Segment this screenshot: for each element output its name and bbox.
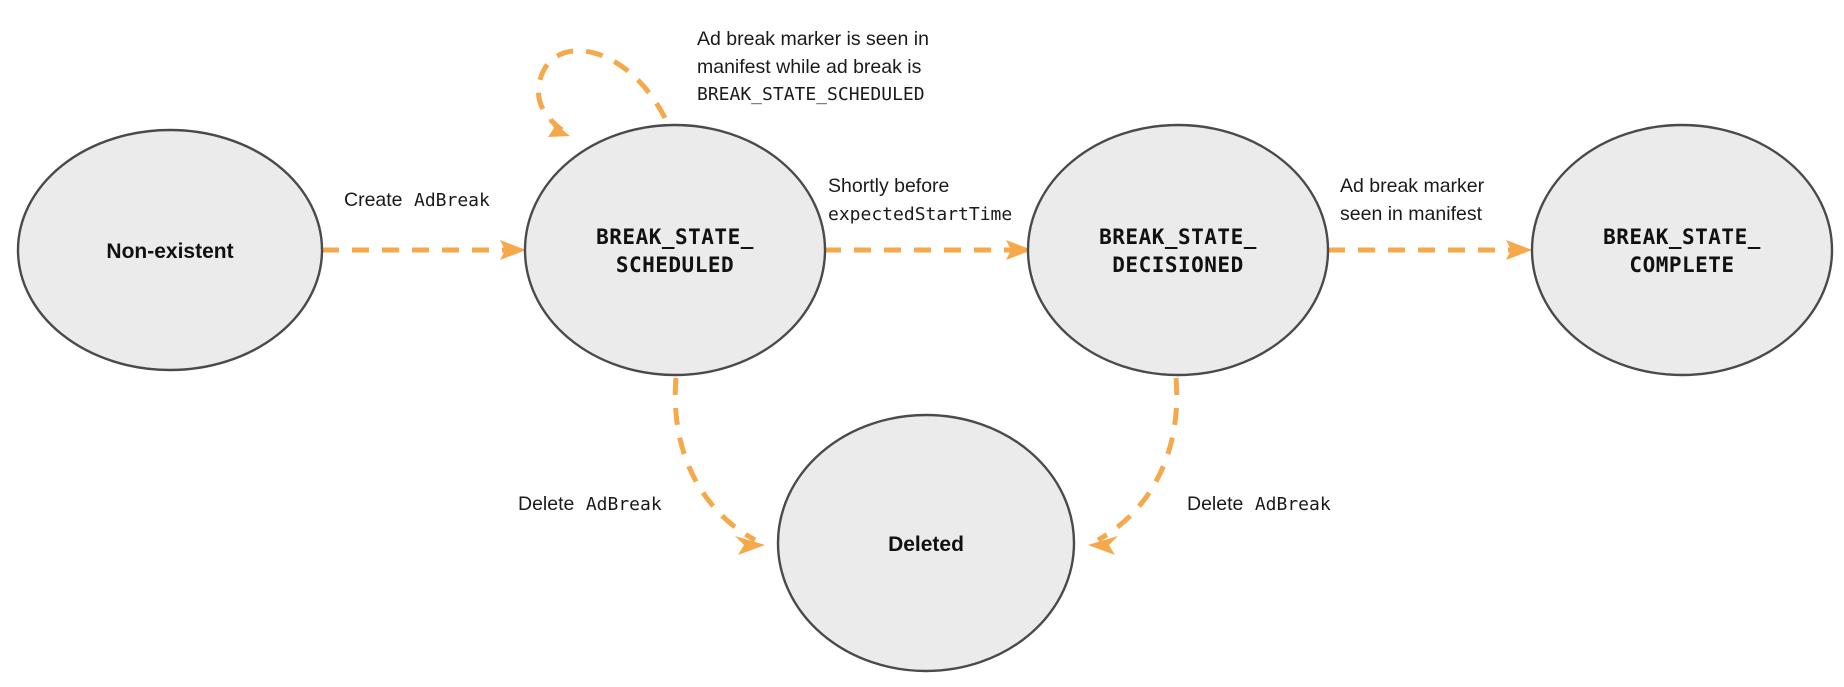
state-node-break-state-complete-label-line1: BREAK_STATE_ (1603, 225, 1761, 249)
edge-create-adbreak-arrowhead (500, 240, 526, 260)
edge-label-scheduled-to-deleted: Delete AdBreak (518, 493, 662, 515)
edge-label-create-adbreak-mono: AdBreak (414, 190, 490, 211)
state-node-break-state-scheduled-label-line2: SCHEDULED (616, 253, 734, 277)
state-node-deleted-shape[interactable] (776, 413, 1076, 673)
edge-label-delete-left-sans: Delete (518, 493, 574, 515)
state-node-break-state-complete-label-line2: COMPLETE (1629, 253, 1734, 277)
edge-decisioned-to-deleted-line (1096, 377, 1180, 543)
edge-create-adbreak (322, 240, 526, 260)
edge-decisioned-to-complete-arrowhead (1506, 240, 1532, 260)
edge-label-create-adbreak: Create AdBreak (344, 189, 490, 211)
edge-self-loop-scheduled-line (536, 48, 668, 132)
edge-label-marker-seen-line1: Ad break marker (1340, 175, 1485, 197)
edge-label-create-adbreak-sans: Create (344, 189, 403, 211)
edge-scheduled-to-decisioned-arrowhead (1006, 240, 1032, 260)
edge-label-create-adbreak-text: Create AdBreak (344, 189, 490, 211)
edge-scheduled-to-decisioned (824, 240, 1032, 260)
state-node-non-existent-shape[interactable] (16, 128, 324, 372)
edge-label-self-loop-scheduled: Ad break marker is seen in manifest whil… (697, 28, 929, 105)
edge-label-shortly-before-line1: Shortly before (828, 175, 949, 197)
state-node-break-state-scheduled-label-line1: BREAK_STATE_ (596, 225, 754, 249)
state-node-break-state-decisioned-label-line2: DECISIONED (1112, 253, 1243, 277)
edge-decisioned-to-deleted (1088, 377, 1180, 555)
state-node-break-state-decisioned[interactable]: BREAK_STATE_ DECISIONED (1026, 123, 1330, 377)
edge-scheduled-to-deleted-line (672, 377, 757, 543)
edge-decisioned-to-deleted-arrowhead (1088, 536, 1118, 555)
edge-self-loop-scheduled (536, 48, 668, 137)
state-node-break-state-decisioned-shape[interactable] (1026, 123, 1330, 377)
edge-label-marker-seen-line2: seen in manifest (1340, 203, 1483, 225)
edge-label-self-loop-line2: manifest while ad break is (697, 56, 922, 78)
edge-label-delete-left-text: Delete AdBreak (518, 493, 662, 515)
edge-scheduled-to-deleted (672, 377, 765, 555)
edge-scheduled-to-deleted-arrowhead (735, 536, 765, 555)
edge-decisioned-to-complete (1328, 240, 1532, 260)
state-node-break-state-decisioned-label-line1: BREAK_STATE_ (1099, 225, 1257, 249)
edge-label-delete-right-mono: AdBreak (1255, 494, 1331, 515)
state-node-break-state-scheduled-shape[interactable] (523, 123, 827, 377)
edge-label-shortly-before-line2: expectedStartTime (828, 204, 1012, 225)
edge-label-self-loop-line1: Ad break marker is seen in (697, 28, 929, 50)
state-node-break-state-complete[interactable]: BREAK_STATE_ COMPLETE (1530, 123, 1834, 377)
state-node-deleted-label: Deleted (888, 533, 964, 556)
state-node-break-state-complete-shape[interactable] (1530, 123, 1834, 377)
edge-self-loop-scheduled-arrowhead (548, 118, 570, 137)
edge-label-decisioned-to-deleted: Delete AdBreak (1187, 493, 1331, 515)
edge-label-delete-right-sans: Delete (1187, 493, 1243, 515)
state-node-deleted[interactable]: Deleted (776, 413, 1076, 673)
state-node-break-state-scheduled[interactable]: BREAK_STATE_ SCHEDULED (523, 123, 827, 377)
edge-label-scheduled-to-decisioned: Shortly before expectedStartTime (828, 175, 1012, 225)
state-node-non-existent-label: Non-existent (106, 240, 233, 263)
state-node-non-existent[interactable]: Non-existent (16, 128, 324, 372)
edge-label-decisioned-to-complete: Ad break marker seen in manifest (1340, 175, 1485, 225)
edge-label-self-loop-line3: BREAK_STATE_SCHEDULED (697, 84, 925, 105)
edge-label-delete-left-mono: AdBreak (586, 494, 662, 515)
edge-label-delete-right-text: Delete AdBreak (1187, 493, 1331, 515)
